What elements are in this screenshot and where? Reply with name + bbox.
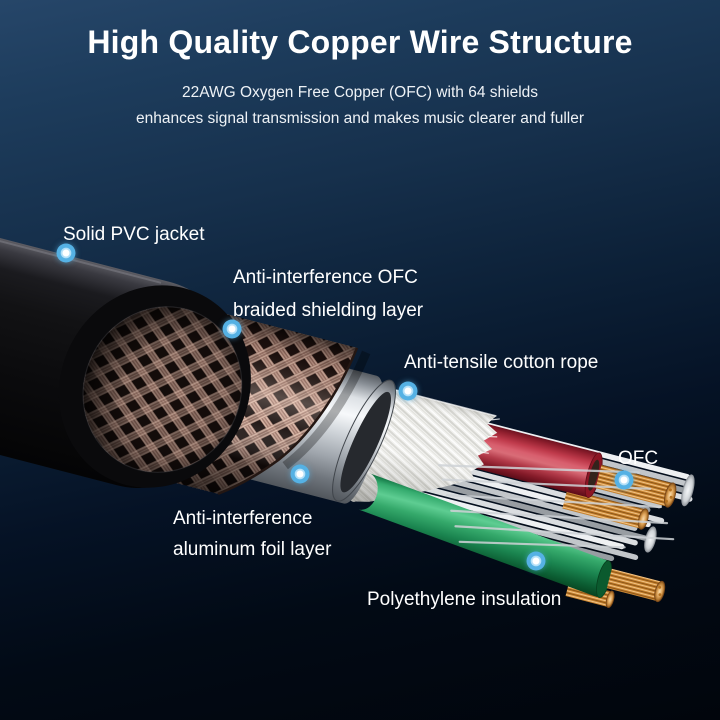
marker-dot-ofc-icon — [614, 470, 634, 490]
marker-dot-braided-shield-icon — [222, 319, 242, 339]
callout-polyethylene-insulation: Polyethylene insulation — [367, 584, 561, 616]
page-title: High Quality Copper Wire Structure — [87, 24, 633, 60]
callout-cotton-rope-label: Anti-tensile cotton rope — [404, 352, 599, 373]
callout-ofc: OFC — [618, 443, 658, 475]
helical-shield-strands — [438, 464, 675, 549]
callout-cotton-rope: Anti-tensile cotton rope — [404, 347, 598, 379]
callout-ofc-label: OFC — [618, 448, 659, 469]
subtitle-line-2: enhances signal transmission and makes m… — [136, 110, 584, 127]
callout-aluminum-foil: Anti-interference aluminum foil layer — [173, 503, 331, 565]
callout-aluminum-foil-line1: Anti-interference — [173, 508, 313, 529]
callout-braided-shield-line2: braided shielding layer — [233, 300, 424, 321]
callout-polyethylene-insulation-label: Polyethylene insulation — [367, 589, 562, 610]
shield-bundle-end — [681, 474, 695, 507]
marker-dot-cotton-rope-icon — [398, 381, 418, 401]
marker-dot-pvc-jacket-icon — [56, 243, 76, 263]
ofc-copper-bundle — [606, 568, 666, 603]
callout-aluminum-foil-line2: aluminum foil layer — [173, 539, 332, 560]
marker-dot-aluminum-foil-icon — [290, 464, 310, 484]
callout-pvc-jacket-label: Solid PVC jacket — [63, 224, 205, 245]
callout-braided-shield: Anti-interference OFC braided shielding … — [233, 261, 423, 327]
pvc-jacket — [0, 224, 271, 500]
callout-braided-shield-line1: Anti-interference OFC — [233, 267, 418, 288]
callout-pvc-jacket: Solid PVC jacket — [63, 219, 205, 251]
subtitle-line-1: 22AWG Oxygen Free Copper (OFC) with 64 s… — [181, 84, 539, 101]
marker-dot-insulation-icon — [526, 551, 546, 571]
